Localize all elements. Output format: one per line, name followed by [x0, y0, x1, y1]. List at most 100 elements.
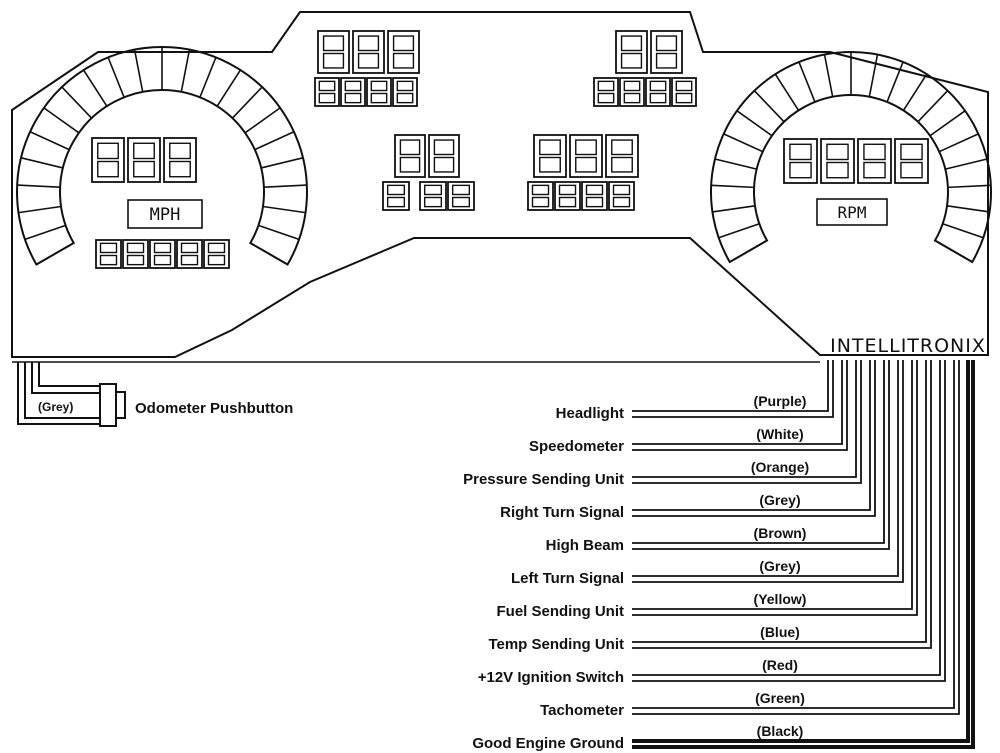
digit-segment-top [370, 80, 388, 92]
gauge-segment-divider [133, 49, 144, 92]
gauge-segment-divider [24, 224, 66, 241]
gauge-segment-divider [902, 73, 928, 111]
tachometer-gauge [710, 51, 992, 264]
gauge-segment-divider [262, 205, 306, 214]
digit-segment-bottom [207, 254, 226, 266]
wire-terminal-label: Headlight [556, 405, 624, 422]
wire-color-label: (Blue) [760, 624, 800, 640]
digit-cell [894, 138, 929, 184]
digit-segment-bottom [386, 196, 406, 208]
gauge-segment-divider [263, 184, 307, 188]
gauge-segment-divider [823, 54, 834, 97]
digit-segment-bottom [370, 92, 388, 104]
digit-cell [857, 138, 892, 184]
gauge-segment-divider [723, 133, 764, 153]
wire-color-label: (Grey) [759, 558, 800, 574]
gauge-segment-divider [712, 205, 756, 213]
digit-segment-top [357, 35, 380, 52]
digit-cell [820, 138, 855, 184]
digit-cell [352, 30, 385, 74]
wire-color-label: (Black) [757, 723, 804, 739]
wire-terminal-label: +12V Ignition Switch [478, 669, 624, 686]
digit-segment-bottom [153, 254, 172, 266]
digit-cell [783, 138, 818, 184]
digit-segment-bottom [344, 92, 362, 104]
gauge-arc-outline [710, 51, 992, 264]
harness-wire [632, 360, 913, 610]
digit-displays [91, 30, 929, 269]
digit-segment-top [789, 143, 812, 161]
digit-segment-top [133, 142, 155, 160]
harness-wire [632, 360, 946, 682]
wire-color-label: (Green) [755, 690, 805, 706]
digit-cell [382, 181, 410, 211]
odometer-wiring [17, 362, 100, 425]
digit-segment-bottom [133, 160, 155, 178]
wire-terminal-label: Fuel Sending Unit [497, 603, 625, 620]
harness-wire [632, 360, 871, 511]
digit-segment-top [611, 139, 633, 156]
gauge-segment-divider [736, 110, 773, 137]
digit-cell [527, 181, 554, 211]
digit-segment-bottom [826, 161, 849, 179]
digit-segment-bottom [126, 254, 145, 266]
digit-segment-top [620, 35, 643, 52]
digit-segment-top [433, 139, 455, 156]
odometer-pushbutton [99, 383, 117, 427]
digit-segment-bottom [655, 52, 678, 69]
digit-cell [533, 134, 567, 178]
digit-segment-top [126, 242, 145, 254]
digit-segment-bottom [531, 196, 550, 208]
harness-wire [632, 360, 834, 418]
odometer-wire-color: (Grey) [38, 400, 73, 414]
wire-terminal-label: Left Turn Signal [511, 570, 624, 587]
wire-color-label: (Yellow) [754, 591, 807, 607]
gauge-segment-divider [714, 158, 757, 170]
digit-segment-bottom [169, 160, 191, 178]
gauge-segment-divider [942, 222, 984, 239]
wire-color-label: (Orange) [751, 459, 809, 475]
gauge-arc-outline [16, 46, 308, 266]
gauge-segment-divider [798, 61, 816, 103]
digit-segment-bottom [620, 52, 643, 69]
digit-segment-bottom [585, 196, 604, 208]
digit-cell [176, 239, 203, 269]
gauge-segment-divider [946, 205, 990, 213]
dash-panel-outline [11, 11, 989, 358]
digit-cell [428, 134, 460, 178]
harness-wire [632, 360, 857, 478]
digit-cell [95, 239, 122, 269]
digit-segment-bottom [612, 196, 631, 208]
digit-cell [149, 239, 176, 269]
digit-segment-top [900, 143, 923, 161]
harness-wire [632, 360, 932, 649]
rpm-label: RPM [838, 203, 867, 222]
gauge-segment-divider [711, 184, 755, 189]
harness-wire [632, 360, 885, 544]
digit-segment-top [531, 184, 550, 196]
digit-cell [581, 181, 608, 211]
digit-segment-top [423, 184, 443, 196]
wire-terminal-label: Speedometer [529, 438, 624, 455]
digit-segment-top [399, 139, 421, 156]
wire-color-label: (Grey) [759, 492, 800, 508]
wire-color-label: (Brown) [754, 525, 807, 541]
digit-segment-bottom [433, 156, 455, 173]
digit-cell [317, 30, 350, 74]
harness-wire [632, 360, 843, 445]
digit-segment-top [558, 184, 577, 196]
digit-cell [203, 239, 230, 269]
digit-segment-top [863, 143, 886, 161]
harness-wire [632, 360, 918, 616]
rpm-label-box [816, 198, 888, 226]
digit-segment-top [585, 184, 604, 196]
digit-segment-bottom [863, 161, 886, 179]
digit-cell [340, 77, 366, 107]
digit-segment-bottom [558, 196, 577, 208]
wire-terminal-label: High Beam [546, 537, 624, 554]
harness-wire [632, 360, 970, 743]
digit-segment-bottom [900, 161, 923, 179]
brand-logo: INTELLITRONIX [830, 335, 986, 357]
digit-segment-top [99, 242, 118, 254]
